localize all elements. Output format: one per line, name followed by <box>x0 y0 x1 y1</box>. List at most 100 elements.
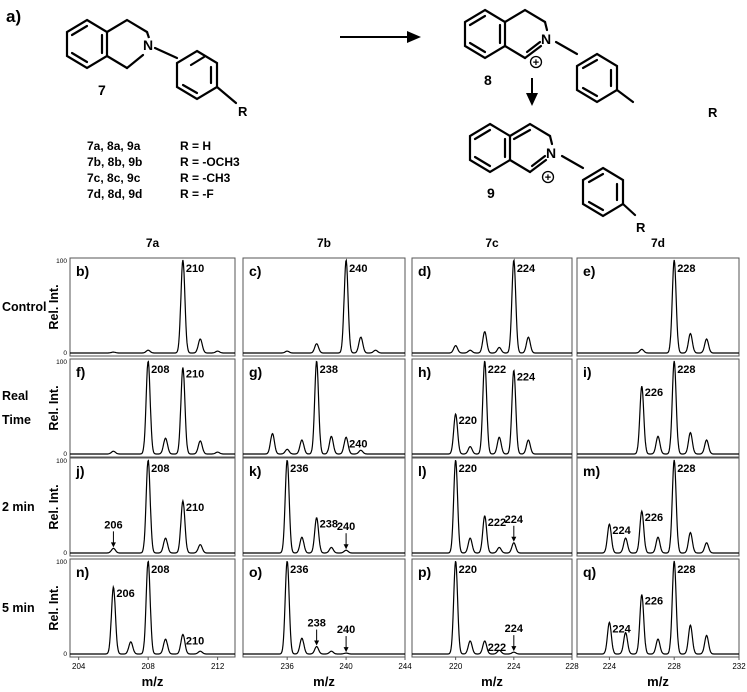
peak-label: 236 <box>290 463 308 475</box>
peak-arrow-head <box>110 542 116 548</box>
x-tick-label: 236 <box>281 662 295 671</box>
panel-letter: l) <box>418 463 427 479</box>
y-tick-label: 0 <box>63 451 67 458</box>
peak-label: 224 <box>505 623 524 635</box>
y-axis-title: Rel. Int. <box>47 385 61 430</box>
structure-8-r-group: R <box>708 105 718 120</box>
variant-r: R = -F <box>180 187 214 201</box>
structure-9-label: 9 <box>487 185 495 201</box>
panel-letter: o) <box>249 564 262 580</box>
peak-label: 220 <box>459 564 477 576</box>
variant-list: 7a, 8a, 9a R = H 7b, 8b, 9b R = -OCH3 7c… <box>87 139 240 201</box>
spectrum-line <box>577 360 739 455</box>
peak-label: 206 <box>116 588 134 600</box>
spectrum-line <box>577 560 739 655</box>
panel-letter: g) <box>249 364 262 380</box>
peak-label: 240 <box>337 624 355 636</box>
panel-letter: h) <box>418 364 431 380</box>
x-tick-label: 228 <box>565 662 579 671</box>
peak-label: 226 <box>645 512 663 524</box>
structure-9-charge-circle <box>541 170 555 184</box>
variant-r: R = -OCH3 <box>180 155 240 169</box>
peak-label: 224 <box>517 371 536 383</box>
peak-label: 238 <box>307 618 325 630</box>
spectrum-line <box>243 360 405 455</box>
peak-label: 240 <box>337 521 355 533</box>
column-header-7b: 7b <box>317 236 331 250</box>
y-tick-label: 0 <box>63 350 67 357</box>
panel-frame <box>69 358 236 458</box>
row-label: 2 min <box>2 500 35 514</box>
y-axis-title: Rel. Int. <box>47 284 61 329</box>
spectrum-line <box>577 259 739 354</box>
panel-letter: f) <box>76 364 85 380</box>
structure-7-r-group: R <box>238 104 248 119</box>
peak-label: 228 <box>677 364 695 376</box>
variant-r: R = -CH3 <box>180 171 231 185</box>
peak-label: 224 <box>517 263 536 275</box>
panel-frame <box>242 358 406 458</box>
panel-frame <box>242 257 406 357</box>
spectrum-line <box>577 459 739 554</box>
structure-9-r-group: R <box>636 220 646 235</box>
variant-ids: 7b, 8b, 9b <box>87 155 142 169</box>
row-label: Control <box>2 300 46 314</box>
spectrum-line <box>70 459 235 554</box>
row-label: 5 min <box>2 601 35 615</box>
x-axis-title: m/z <box>481 674 503 689</box>
x-axis-title: m/z <box>313 674 335 689</box>
peak-label: 226 <box>645 387 663 399</box>
panel-frame <box>411 558 573 658</box>
y-axis-title: Rel. Int. <box>47 484 61 529</box>
panel-frame <box>69 457 236 557</box>
panel-frame <box>69 558 236 658</box>
variant-ids: 7d, 8d, 9d <box>87 187 142 201</box>
y-tick-label: 0 <box>63 550 67 557</box>
row-label: Time <box>2 413 31 427</box>
x-tick-label: 212 <box>211 662 225 671</box>
spectrum-line <box>412 460 572 554</box>
x-tick-label: 204 <box>72 662 86 671</box>
x-tick-label: 232 <box>732 662 746 671</box>
structure-8-label: 8 <box>484 72 492 88</box>
panel-frame <box>242 457 406 557</box>
x-axis-title: m/z <box>142 674 164 689</box>
structure-9-n-atom: N <box>546 145 556 161</box>
panel-letter: q) <box>583 564 596 580</box>
peak-label: 228 <box>677 263 695 275</box>
peak-arrow-head <box>511 646 517 652</box>
spectrum-line <box>70 560 235 655</box>
reaction-arrow-7-8-head <box>407 31 421 43</box>
spectrum-line <box>243 258 405 354</box>
peak-label: 222 <box>488 364 506 376</box>
peak-label: 220 <box>459 415 477 427</box>
y-tick-label: 100 <box>56 559 67 566</box>
panel-letter: b) <box>76 263 89 279</box>
peak-label: 210 <box>186 263 204 275</box>
reaction-scheme: a) N R 7 N + <box>6 7 718 235</box>
peak-label: 208 <box>151 564 169 576</box>
panel-letter: c) <box>249 263 261 279</box>
panel-frame <box>576 257 740 357</box>
peak-label: 224 <box>612 623 631 635</box>
y-tick-label: 0 <box>63 651 67 658</box>
peak-label: 236 <box>290 564 308 576</box>
panel-frame <box>69 257 236 357</box>
peak-label: 240 <box>349 263 367 275</box>
column-header-7c: 7c <box>485 236 499 250</box>
panel-letter: d) <box>418 263 431 279</box>
y-tick-label: 100 <box>56 258 67 265</box>
y-tick-label: 100 <box>56 458 67 465</box>
spectrum-line <box>243 459 405 554</box>
column-header-7a: 7a <box>146 236 160 250</box>
panel-letter: p) <box>418 564 431 580</box>
panel-letter: k) <box>249 463 261 479</box>
panel-frame <box>576 558 740 658</box>
y-axis-title: Rel. Int. <box>47 585 61 630</box>
peak-label: 210 <box>186 635 204 647</box>
scheme-panel-label: a) <box>6 7 21 26</box>
peak-label: 208 <box>151 463 169 475</box>
x-tick-label: 224 <box>603 662 617 671</box>
peak-arrow-head <box>343 647 349 653</box>
